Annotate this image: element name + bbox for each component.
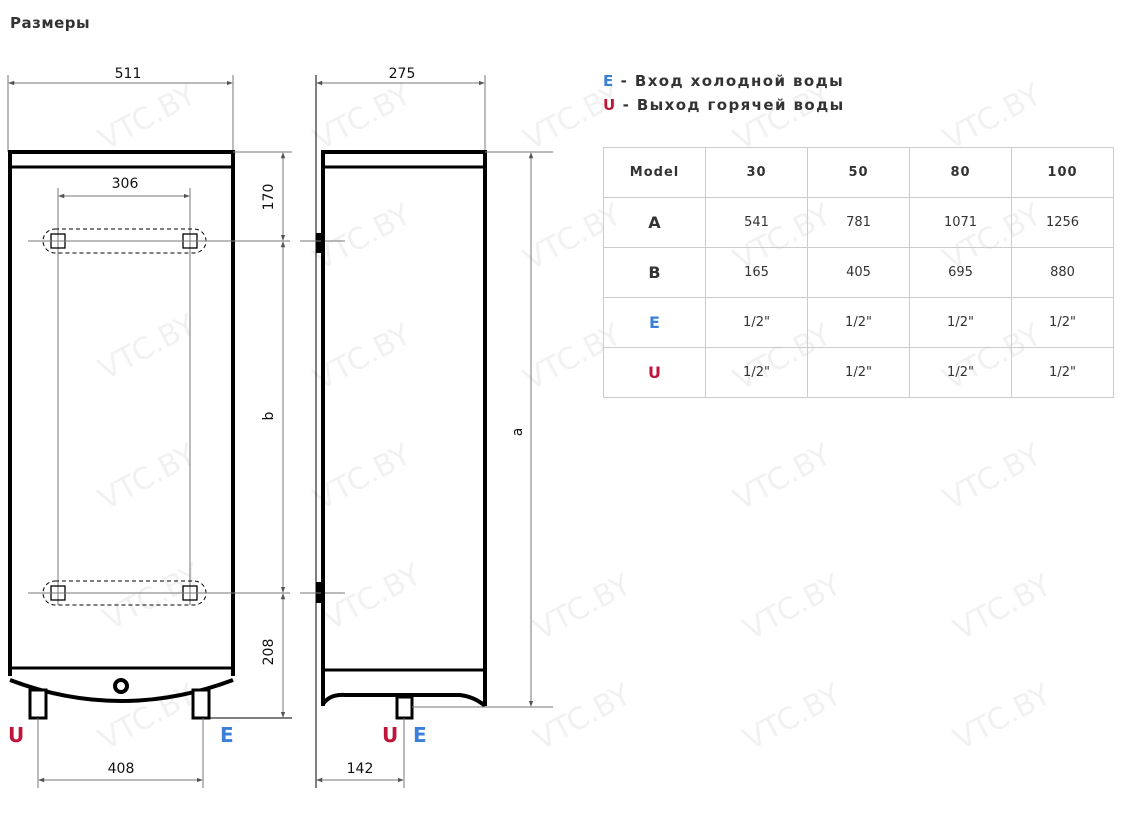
table-row: A 541 781 1071 1256	[603, 197, 1114, 248]
cold-inlet-label: E	[220, 723, 234, 747]
pipe-spacing-dimension: 408	[108, 761, 135, 777]
header-cell: 50	[807, 147, 910, 198]
cell: 1/2"	[1011, 347, 1114, 398]
row-label: B	[603, 247, 706, 298]
legend-key: U	[603, 96, 617, 114]
cell: 405	[807, 247, 910, 298]
a-dimension: a	[510, 428, 526, 437]
b-dimension: b	[261, 411, 277, 420]
cell: 695	[909, 247, 1012, 298]
thermometer-icon	[113, 678, 129, 694]
row-label: U	[603, 347, 706, 398]
cell: 1/2"	[705, 347, 808, 398]
top-offset-dimension: 170	[261, 184, 277, 211]
table-row: U 1/2" 1/2" 1/2" 1/2"	[603, 347, 1114, 398]
cell: 1/2"	[909, 347, 1012, 398]
legend-key: E	[603, 72, 615, 90]
header-cell: 80	[909, 147, 1012, 198]
side-cold-inlet-label: E	[413, 723, 427, 747]
legend-hot: U - Выход горячей воды	[603, 96, 845, 114]
legend-text: - Выход горячей воды	[622, 96, 845, 114]
bottom-offset-dimension: 208	[261, 639, 277, 666]
cell: 165	[705, 247, 808, 298]
row-label: E	[603, 297, 706, 348]
cell: 1/2"	[909, 297, 1012, 348]
cell: 880	[1011, 247, 1114, 298]
pipe-offset-dimension: 142	[347, 761, 374, 777]
cell: 1/2"	[1011, 297, 1114, 348]
cell: 1/2"	[807, 297, 910, 348]
table-header-row: Model 30 50 80 100	[603, 147, 1114, 198]
header-cell: Model	[603, 147, 706, 198]
hot-outlet-label: U	[8, 723, 24, 747]
cell: 541	[705, 197, 808, 248]
table-row: B 165 405 695 880	[603, 247, 1114, 298]
depth-dimension: 275	[389, 66, 416, 82]
cell: 1071	[909, 197, 1012, 248]
mount-spacing-dimension: 306	[112, 176, 139, 192]
side-hot-outlet-label: U	[382, 723, 398, 747]
legend-cold: E - Вход холодной воды	[603, 72, 844, 90]
legend-text: - Вход холодной воды	[620, 72, 845, 90]
row-label: A	[603, 197, 706, 248]
header-cell: 30	[705, 147, 808, 198]
section-title: Размеры	[10, 14, 91, 32]
cell: 1/2"	[705, 297, 808, 348]
dimensions-table: Model 30 50 80 100 A 541 781 1071 1256 B…	[603, 147, 1114, 398]
cell: 1256	[1011, 197, 1114, 248]
header-cell: 100	[1011, 147, 1114, 198]
cell: 781	[807, 197, 910, 248]
cell: 1/2"	[807, 347, 910, 398]
table-row: E 1/2" 1/2" 1/2" 1/2"	[603, 297, 1114, 348]
width-dimension: 511	[115, 66, 142, 82]
front-view: 511 306 170 b 208 408 U E	[7, 66, 292, 788]
side-view: 275 a 142 U E	[300, 66, 553, 788]
